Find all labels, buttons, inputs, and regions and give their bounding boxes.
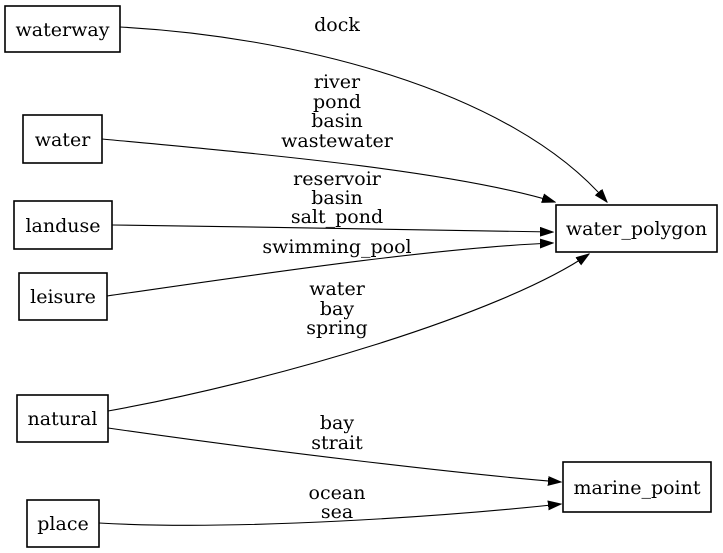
node-box <box>4 5 121 53</box>
edge-label-spring: spring <box>306 317 367 339</box>
node-box <box>13 200 113 250</box>
node-label-natural: natural <box>28 408 98 430</box>
edge-label-pond: pond <box>313 91 361 113</box>
node-label-water_polygon: water_polygon <box>566 218 707 240</box>
edge-label-water: water <box>309 278 365 300</box>
node-place: place <box>26 499 100 548</box>
node-box <box>26 499 100 548</box>
edge-label-basin2: basin <box>311 187 363 209</box>
node-label-marine_point: marine_point <box>573 477 700 499</box>
edge-label-bay2: bay <box>320 412 354 434</box>
node-box <box>555 204 718 253</box>
node-natural: natural <box>16 394 109 443</box>
edge-label-river: river <box>314 71 361 93</box>
edge-label-reservoir: reservoir <box>293 168 382 190</box>
node-label-leisure: leisure <box>30 286 96 308</box>
node-box <box>22 114 103 164</box>
edge-waterway-to-water_polygon <box>119 26 607 202</box>
node-label-landuse: landuse <box>25 215 100 237</box>
edge-label-salt_pond: salt_pond <box>291 206 383 228</box>
node-box <box>16 394 109 443</box>
edge-label-basin: basin <box>311 110 363 132</box>
edge-label-dock: dock <box>314 14 360 36</box>
edge-place-to-marine_point <box>98 504 561 526</box>
edge-landuse-to-water_polygon <box>111 224 553 232</box>
node-box <box>562 461 712 513</box>
node-leisure: leisure <box>18 272 108 321</box>
edge-water-to-water_polygon <box>101 138 555 202</box>
edges <box>98 26 607 526</box>
node-box <box>18 272 108 321</box>
node-label-water: water <box>35 129 91 151</box>
edge-natural-to-water_polygon <box>107 254 589 412</box>
edge-label-sea: sea <box>321 501 353 523</box>
edge-natural-to-marine_point <box>107 427 561 482</box>
edge-leisure-to-water_polygon <box>106 243 553 297</box>
node-marine_point: marine_point <box>562 461 712 513</box>
edge-label-bay: bay <box>320 298 354 320</box>
edge-label-wastewater: wastewater <box>281 130 394 152</box>
edge-label-strait: strait <box>311 432 363 454</box>
node-label-waterway: waterway <box>16 19 110 41</box>
node-water: water <box>22 114 103 164</box>
edge-labels: dock river pond basin wastewater reservo… <box>262 14 411 523</box>
node-water_polygon: water_polygon <box>555 204 718 253</box>
edge-label-ocean: ocean <box>309 482 366 504</box>
node-landuse: landuse <box>13 200 113 250</box>
node-waterway: waterway <box>4 5 121 53</box>
node-label-place: place <box>37 513 88 535</box>
edge-label-swimming_pool: swimming_pool <box>262 236 411 258</box>
